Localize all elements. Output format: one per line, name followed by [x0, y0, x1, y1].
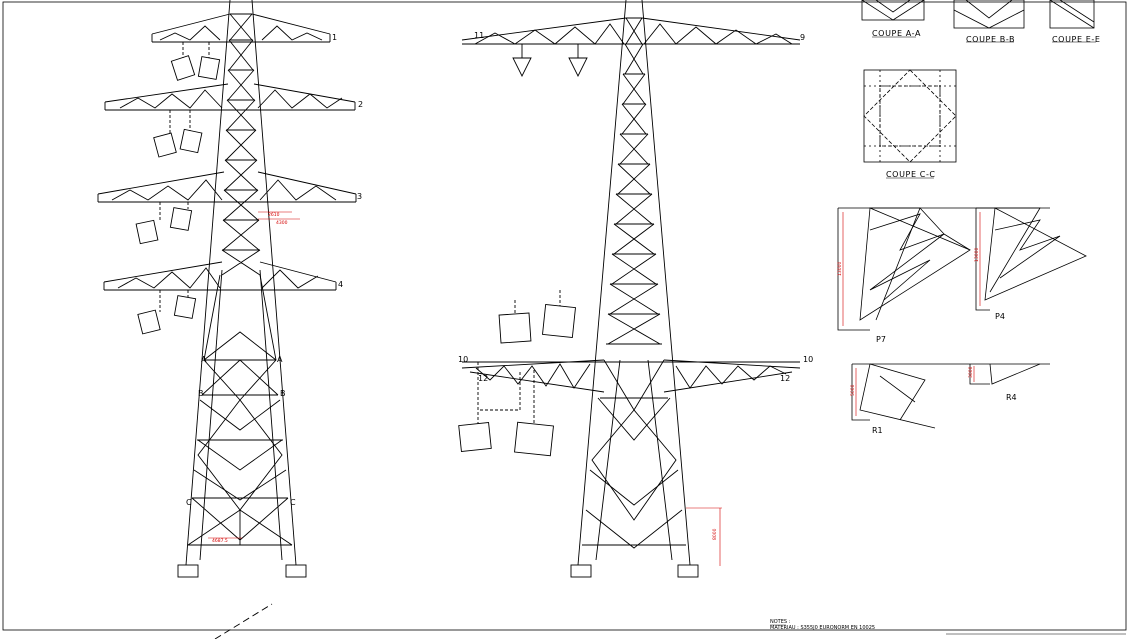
right-tower-dimensions	[686, 507, 722, 566]
left-arm-label-1: 1	[332, 33, 337, 42]
notes-material: MATERIAU : S355J0 EURONORM EN 10025	[770, 625, 875, 631]
left-panel-label-b1: B	[198, 389, 204, 398]
section-label-b: COUPE B-B	[966, 35, 1015, 44]
right-arm-label-12a: 12	[478, 374, 488, 383]
detail-dim-p7: 13000	[837, 262, 843, 276]
left-tower-dimensions	[208, 211, 300, 539]
right-tower	[458, 0, 801, 578]
detail-label-r1: R1	[872, 426, 883, 435]
detail-dimensions	[842, 212, 981, 416]
section-label-a: COUPE A-A	[872, 29, 921, 38]
left-panel-label-c2: C	[290, 498, 296, 507]
left-tower	[97, 0, 357, 578]
section-views	[861, 0, 1095, 163]
section-cut-line	[214, 603, 273, 639]
detail-dim-r1: 5000	[850, 384, 856, 396]
right-arm-label-10b: 10	[803, 355, 813, 364]
left-dim-4300: 4300	[276, 220, 288, 226]
detail-dim-r4: 3000	[968, 366, 974, 378]
detail-views	[837, 207, 1087, 429]
detail-label-p4: P4	[995, 312, 1005, 321]
detail-dim-p4: 13000	[974, 248, 980, 262]
section-label-c: COUPE C-C	[886, 170, 936, 179]
left-panel-label-a1: A	[201, 355, 207, 364]
left-panel-label-c1: C	[186, 498, 192, 507]
left-arm-label-4: 4	[338, 280, 343, 289]
notes-title: NOTES :	[770, 619, 791, 625]
left-arm-label-3: 3	[357, 192, 362, 201]
left-panel-label-b2: B	[280, 389, 286, 398]
left-panel-label-a2: A	[277, 355, 283, 364]
right-arm-label-10a: 10	[458, 355, 468, 364]
detail-label-p7: P7	[876, 335, 886, 344]
sheet-border	[2, 1, 1127, 631]
right-arm-label-9: 9	[800, 33, 805, 42]
left-arm-label-2: 2	[358, 100, 363, 109]
right-arm-label-11: 11	[474, 31, 484, 40]
right-arm-label-12b: 12	[780, 374, 790, 383]
detail-label-r4: R4	[1006, 393, 1017, 402]
section-label-e: COUPE E-E	[1052, 35, 1101, 44]
left-dim-4687: 4687.5	[212, 538, 228, 544]
right-dim-8000: 8000	[712, 528, 718, 540]
left-dim-2610: 2610	[268, 212, 280, 218]
